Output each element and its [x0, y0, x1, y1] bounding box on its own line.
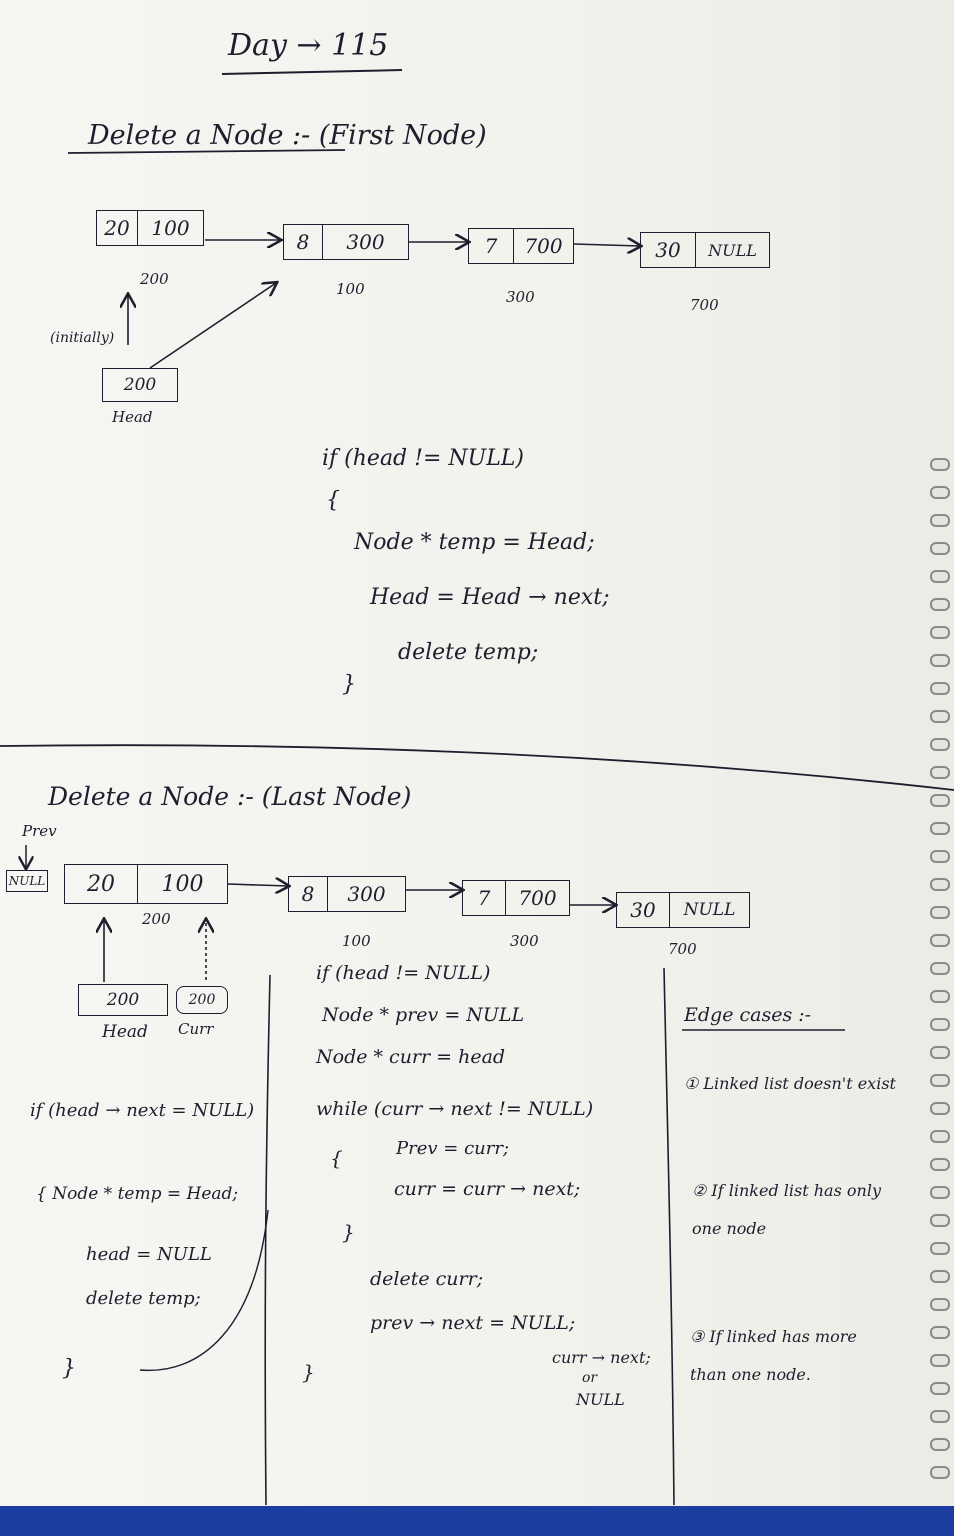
node-next: NULL	[695, 233, 769, 267]
node-next: NULL	[669, 893, 749, 927]
node-data: 30	[655, 238, 681, 262]
null-box: NULL	[6, 870, 48, 892]
s2-node-1-addr: 200	[142, 910, 171, 928]
prev-label: Prev	[22, 822, 57, 840]
s1-code-line-1: if (head != NULL)	[322, 446, 524, 471]
head-label: Head	[112, 408, 153, 426]
s1-node-3-addr: 300	[506, 288, 535, 306]
s1-code-line-5: delete temp;	[398, 640, 539, 665]
s2-mid-code-1: if (head != NULL)	[316, 962, 491, 984]
curr-box: 200	[176, 986, 228, 1014]
s2-left-code-4: delete temp;	[86, 1288, 201, 1309]
edge-case-2: ② If linked list has only one node	[692, 1181, 881, 1238]
s2-mid-code-6: Prev = curr;	[396, 1138, 510, 1159]
node-data: 7	[477, 886, 491, 910]
head-box: 200	[102, 368, 178, 402]
node-next: 700	[505, 881, 569, 915]
node-next: 100	[137, 865, 227, 903]
edge-case-3: ③ If linked has more than one node.	[690, 1327, 857, 1384]
s1-code-line-2: {	[326, 488, 340, 513]
edge-case-1: ① Linked list doesn't exist	[684, 1074, 896, 1093]
s2-head-box: 200	[78, 984, 168, 1016]
node-next: 300	[327, 877, 405, 911]
node-data: 8	[296, 230, 310, 254]
s2-node-3: 7 700	[462, 880, 570, 916]
s2-node-4: 30 NULL	[616, 892, 750, 928]
s2-left-code-2: { Node * temp = Head;	[36, 1184, 239, 1204]
initially-label: (initially)	[50, 330, 115, 346]
node-next: 300	[322, 225, 408, 259]
curr-label: Curr	[178, 1020, 214, 1038]
s2-mid-code-3: Node * curr = head	[316, 1046, 506, 1068]
node-data: 20	[104, 216, 130, 240]
node-data: 8	[301, 882, 315, 906]
node-data: 20	[87, 871, 115, 897]
page-bottom-edge	[0, 1506, 954, 1536]
s2-mid-code-11: curr → next;	[552, 1348, 651, 1367]
s2-left-code-5: }	[62, 1356, 76, 1381]
s1-node-3: 7 700	[468, 228, 574, 264]
s2-head-label: Head	[102, 1022, 148, 1042]
s2-node-2: 8 300	[288, 876, 406, 912]
node-next: 700	[513, 229, 573, 263]
s2-mid-code-13: NULL	[576, 1390, 625, 1409]
s1-node-4: 30 NULL	[640, 232, 770, 268]
node-data: 30	[630, 898, 656, 922]
s1-code-line-4: Head = Head → next;	[370, 585, 610, 610]
s1-code-line-6: }	[342, 672, 356, 697]
s2-node-2-addr: 100	[342, 932, 371, 950]
s2-left-code-1: if (head → next = NULL)	[30, 1100, 255, 1121]
s2-mid-code-4: while (curr → next != NULL)	[316, 1098, 594, 1120]
s2-left-code-3: head = NULL	[86, 1244, 212, 1265]
s1-node-1: 20 100	[96, 210, 204, 246]
s1-code-line-3: Node * temp = Head;	[354, 530, 595, 555]
page-title: Day → 115	[228, 28, 389, 63]
s2-mid-code-2: Node * prev = NULL	[322, 1004, 525, 1026]
s2-node-4-addr: 700	[668, 940, 697, 958]
s2-mid-code-14: }	[302, 1360, 315, 1384]
s2-mid-code-10: prev → next = NULL;	[370, 1312, 576, 1334]
s2-mid-code-8: }	[342, 1220, 355, 1244]
s1-node-4-addr: 700	[690, 296, 719, 314]
s1-node-2-addr: 100	[336, 280, 365, 298]
section1-heading: Delete a Node :- (First Node)	[88, 120, 487, 151]
s2-mid-code-12: or	[582, 1370, 598, 1386]
node-data: 7	[484, 234, 498, 258]
s2-mid-code-5: {	[330, 1146, 343, 1170]
s1-node-1-addr: 200	[140, 270, 169, 288]
s1-node-2: 8 300	[283, 224, 409, 260]
section2-heading: Delete a Node :- (Last Node)	[48, 782, 412, 811]
s2-mid-code-9: delete curr;	[370, 1268, 484, 1290]
s2-node-3-addr: 300	[510, 932, 539, 950]
edge-cases-title: Edge cases :-	[684, 1004, 812, 1026]
s2-node-1: 20 100	[64, 864, 228, 904]
s2-mid-code-7: curr = curr → next;	[394, 1178, 581, 1200]
node-next: 100	[137, 211, 203, 245]
